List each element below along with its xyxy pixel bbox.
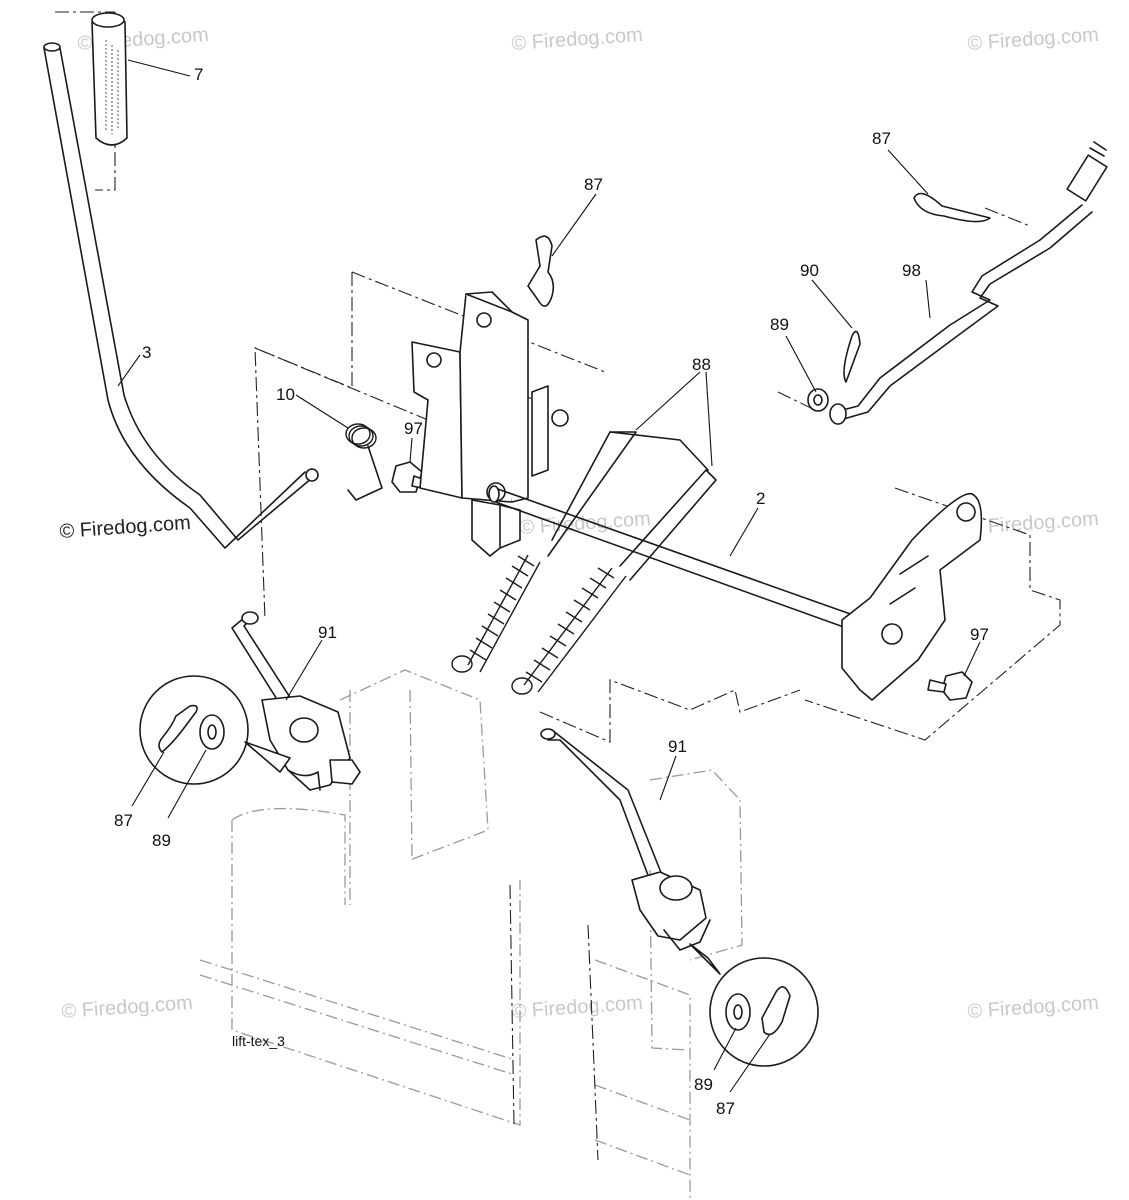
washer-part (807, 388, 829, 412)
torsion-spring-part (345, 423, 383, 501)
watermark: © Firedog.com (61, 992, 194, 1023)
hairpin-clip-part (913, 192, 991, 223)
diagram-caption: lift-tex_3 (232, 1033, 285, 1049)
watermark: © Firedog.com (59, 512, 192, 543)
spring-right (511, 567, 627, 695)
callout-2: 2 (756, 489, 765, 508)
callout-89-right: 89 (770, 315, 789, 334)
callout-89-right-detail: 89 (694, 1075, 713, 1094)
watermark: © Firedog.com (967, 508, 1100, 539)
callout-10: 10 (276, 385, 295, 404)
callout-labels: 7 3 10 97 87 88 2 87 90 89 98 91 97 91 8… (114, 65, 989, 1118)
adjust-rod-part (829, 141, 1108, 425)
callout-91-right: 91 (668, 737, 687, 756)
mounting-bracket-part (411, 291, 569, 557)
lift-lever-part (43, 42, 319, 549)
hairpin-clip-part (527, 235, 555, 307)
leader-lines (117, 59, 981, 1093)
callout-97-right: 97 (970, 625, 989, 644)
callout-87-right: 87 (872, 129, 891, 148)
callout-7: 7 (194, 65, 203, 84)
detail-circle-right (689, 943, 819, 1067)
callout-87-right-detail: 87 (716, 1099, 735, 1118)
extension-springs-part (451, 431, 717, 695)
watermark: © Firedog.com (511, 992, 644, 1023)
mower-deck-outline (199, 669, 743, 1200)
callout-97-top: 97 (404, 419, 423, 438)
callout-3: 3 (142, 343, 151, 362)
callout-88: 88 (692, 355, 711, 374)
spring-clip-part (843, 330, 861, 383)
detail-circle-left (139, 675, 291, 785)
handle-grip-part (91, 12, 128, 146)
callout-90: 90 (800, 261, 819, 280)
callout-91-left: 91 (318, 623, 337, 642)
watermark: © Firedog.com (967, 24, 1100, 55)
callout-87-top: 87 (584, 175, 603, 194)
callout-89-left-detail: 89 (152, 831, 171, 850)
watermark: © Firedog.com (967, 992, 1100, 1023)
lift-arm-part (841, 492, 983, 701)
callout-98: 98 (902, 261, 921, 280)
bolt-part (927, 671, 973, 701)
lift-link-part (540, 728, 711, 951)
lift-shaft-part (488, 485, 857, 631)
callout-87-left-detail: 87 (114, 811, 133, 830)
lift-link-part (231, 611, 361, 791)
watermark: © Firedog.com (511, 24, 644, 55)
spring-left (451, 554, 541, 673)
